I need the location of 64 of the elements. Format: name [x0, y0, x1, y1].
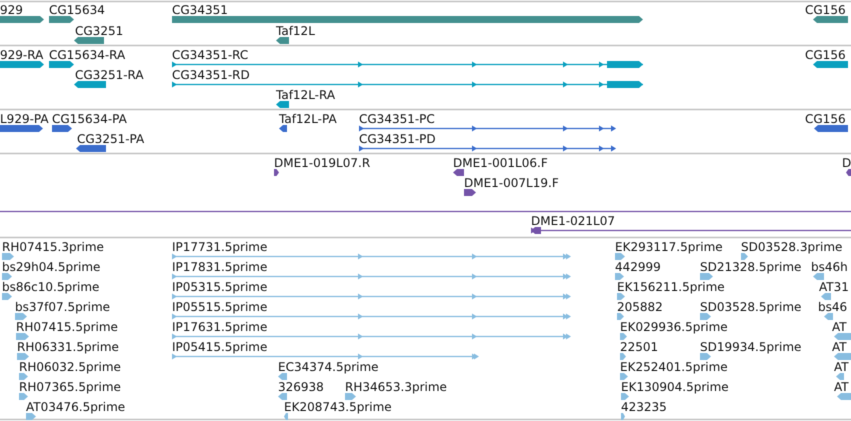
- feature-label: IP17631.5prime: [172, 320, 268, 334]
- feature-label: CG34351-PD: [359, 132, 436, 146]
- feature-label: 929-RA: [0, 48, 44, 62]
- feature-label: CG3251-RA: [75, 68, 144, 82]
- feature-label: CG156: [805, 112, 846, 126]
- feature-label: D: [842, 156, 851, 170]
- feature-label: CG34351-RD: [172, 68, 250, 82]
- feature-label: AT: [834, 380, 849, 394]
- feature-label: bs46: [818, 300, 848, 314]
- feature-label: EC34374.5prime: [278, 360, 379, 374]
- feature-label: Taf12L-PA: [279, 112, 337, 126]
- feature-label: 22501: [620, 340, 658, 354]
- feature-label: 442999: [615, 260, 661, 274]
- feature-label: EK252401.5prime: [620, 360, 728, 374]
- feature-label: CG34351: [172, 3, 228, 17]
- feature-label: IP05415.5prime: [172, 340, 268, 354]
- feature-label: RH06331.5prime: [17, 340, 119, 354]
- feature-label: EK293117.5prime: [615, 240, 723, 254]
- feature-label: AT: [834, 360, 849, 374]
- feature-label: 929: [0, 3, 23, 17]
- feature-label: EK029936.5prime: [620, 320, 728, 334]
- feature-label: RH07365.5prime: [19, 380, 121, 394]
- feature-label: AT: [832, 340, 847, 354]
- feature-label: SD03528.5prime: [700, 300, 802, 314]
- feature-label: RH34653.3prime: [345, 380, 447, 394]
- feature-label: DME1-019L07.R: [274, 156, 370, 170]
- feature-label: EK208743.5prime: [284, 400, 392, 414]
- feature-label: CG34351-PC: [359, 112, 435, 126]
- feature-label: L929-PA: [0, 112, 49, 126]
- feature-label: RH07415.3prime: [2, 240, 104, 254]
- feature-label: IP05515.5prime: [172, 300, 268, 314]
- feature-label: AT31: [819, 280, 849, 294]
- feature-label: IP17731.5prime: [172, 240, 268, 254]
- feature-label: CG15634: [49, 3, 105, 17]
- feature-label: Taf12L: [276, 24, 315, 38]
- feature-label: bs29h04.5prime: [2, 260, 100, 274]
- feature-label: CG3251: [75, 24, 124, 38]
- feature-label: EK130904.5prime: [621, 380, 729, 394]
- feature-label: SD21328.5prime: [700, 260, 802, 274]
- feature-label: DME1-007L19.F: [464, 176, 559, 190]
- feature-label: 205882: [617, 300, 663, 314]
- feature-label: CG156: [805, 48, 846, 62]
- feature-label: RH07415.5prime: [16, 320, 118, 334]
- feature-label: RH06032.5prime: [19, 360, 121, 374]
- feature-label: bs46h: [811, 260, 848, 274]
- feature-label: AT: [832, 320, 847, 334]
- feature-label: bs37f07.5prime: [15, 300, 110, 314]
- feature-label: CG156: [805, 3, 846, 17]
- feature-label: CG3251-PA: [77, 132, 144, 146]
- feature-label: CG34351-RC: [172, 48, 248, 62]
- feature-label: AT03476.5prime: [26, 400, 126, 414]
- feature-label: CG15634-RA: [49, 48, 126, 62]
- feature-label: DME1-001L06.F: [453, 156, 548, 170]
- feature-label: 423235: [621, 400, 667, 414]
- feature-label: SD03528.3prime: [741, 240, 842, 254]
- feature-label: IP17831.5prime: [172, 260, 268, 274]
- feature-label: CG15634-PA: [52, 112, 127, 126]
- feature-label: SD19934.5prime: [700, 340, 802, 354]
- feature-label: IP05315.5prime: [172, 280, 268, 294]
- feature-label: 326938: [278, 380, 324, 394]
- feature-label: DME1-021L07: [531, 214, 615, 228]
- feature-label: bs86c10.5prime: [2, 280, 100, 294]
- feature-label: EK156211.5prime: [617, 280, 725, 294]
- feature-label: Taf12L-RA: [276, 88, 336, 102]
